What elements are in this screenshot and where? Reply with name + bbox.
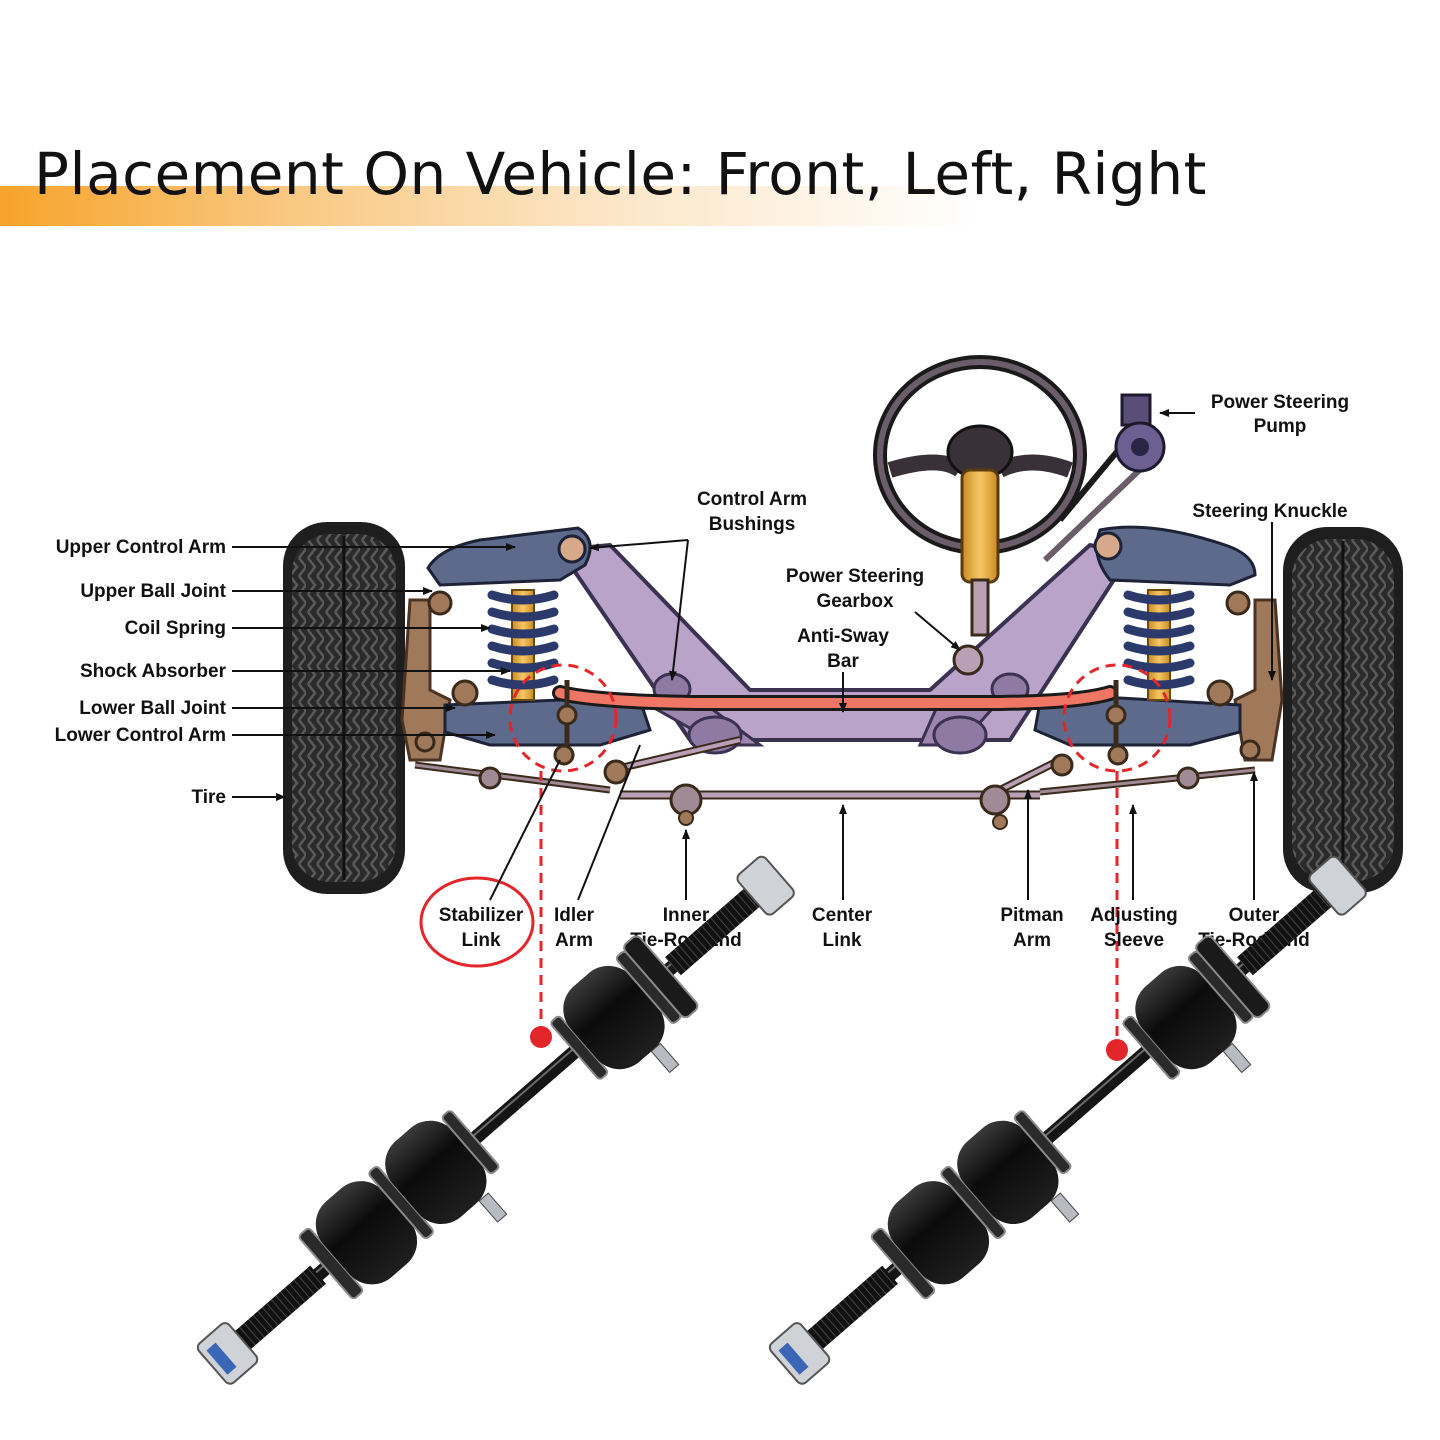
stabilizer-link-product-left (196, 855, 795, 1385)
page-heading: Placement On Vehicle: Front, Left, Right (34, 140, 1207, 208)
label-pitman-arm-1: Pitman (1000, 905, 1063, 926)
steering-linkage (414, 731, 1261, 830)
power-steering-pump (1042, 393, 1166, 563)
label-control-arm-bushings-1: Control Arm (697, 489, 807, 510)
label-anti-sway-bar-1: Anti-Sway (797, 626, 889, 647)
label-power-steering-gearbox-1: Power Steering (786, 566, 924, 587)
label-steering-knuckle: Steering Knuckle (1192, 501, 1347, 522)
right-lower-ball-joint (1206, 679, 1234, 707)
label-outer-tie-rod-end-1: Outer (1229, 905, 1280, 926)
label-lower-control-arm: Lower Control Arm (55, 725, 226, 746)
label-idler-arm-1: Idler (554, 905, 595, 926)
steering-column (873, 355, 1087, 676)
stabilizer-link-product-right (768, 855, 1367, 1385)
left-coil-spring-assembly (487, 589, 559, 701)
label-coil-spring: Coil Spring (125, 618, 226, 639)
leader-lines (232, 409, 1276, 901)
right-upper-ball-joint (1225, 590, 1251, 616)
left-upper-ball-joint (427, 590, 453, 616)
label-stabilizer-link-1: Stabilizer (439, 905, 524, 926)
right-coil-spring-assembly (1123, 589, 1195, 701)
right-upper-control-arm (1095, 525, 1257, 587)
right-control-arm-bushing (1093, 531, 1123, 561)
left-lower-ball-joint (451, 679, 479, 707)
label-control-arm-bushings-2: Bushings (709, 514, 796, 535)
label-lower-ball-joint: Lower Ball Joint (79, 698, 226, 719)
right-tire (1283, 527, 1403, 893)
label-shock-absorber: Shock Absorber (80, 661, 227, 682)
label-idler-arm-2: Arm (555, 930, 593, 951)
left-upper-control-arm (426, 526, 592, 587)
label-inner-tie-rod-end-1: Inner (663, 905, 710, 926)
left-stabilizer-link-small (553, 680, 578, 766)
left-control-arm-bushing (557, 534, 587, 564)
label-tire: Tire (191, 787, 226, 808)
label-stabilizer-link-2: Link (461, 930, 500, 951)
label-upper-ball-joint: Upper Ball Joint (80, 581, 226, 602)
label-anti-sway-bar-2: Bar (827, 651, 859, 672)
right-stabilizer-link-small (1105, 680, 1129, 766)
label-power-steering-gearbox-2: Gearbox (816, 591, 894, 612)
label-center-link-1: Center (812, 905, 873, 926)
stabilizer-highlight (419, 663, 1172, 1061)
label-pitman-arm-2: Arm (1013, 930, 1051, 951)
heading-accent-bar (0, 186, 980, 226)
label-power-steering-pump-1: Power Steering (1211, 392, 1349, 413)
label-power-steering-pump-2: Pump (1254, 416, 1307, 437)
right-lower-control-arm (1033, 696, 1242, 747)
label-adjusting-sleeve-2: Sleeve (1104, 930, 1164, 951)
label-upper-control-arm: Upper Control Arm (56, 537, 226, 558)
label-center-link-2: Link (822, 930, 861, 951)
label-adjusting-sleeve-1: Adjusting (1090, 905, 1178, 926)
right-steering-knuckle (1233, 598, 1284, 762)
